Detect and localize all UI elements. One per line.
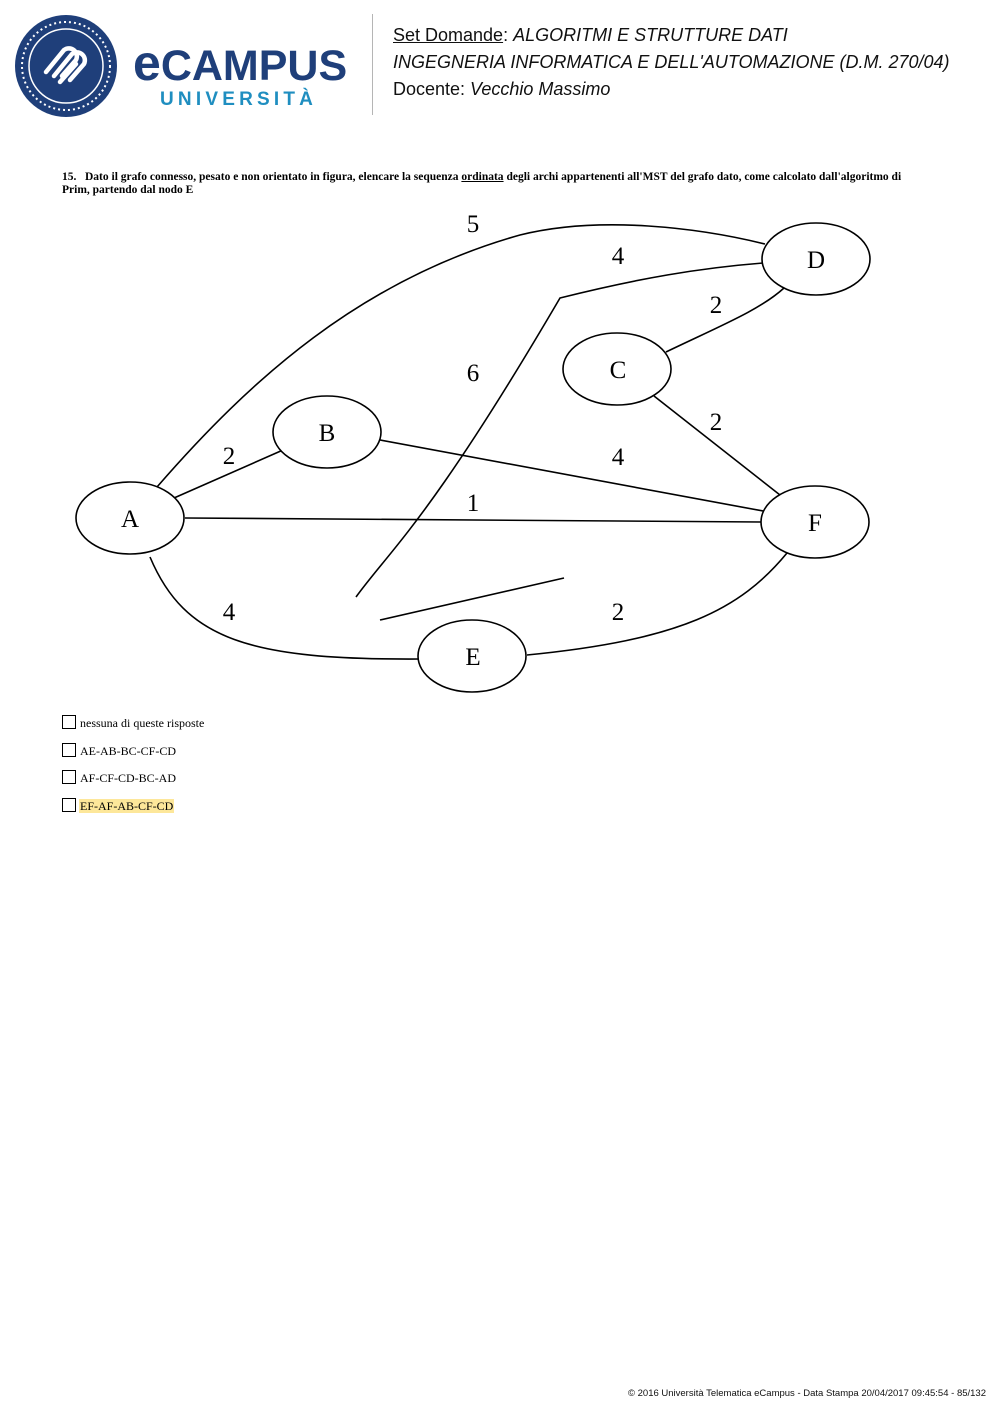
answer-label-highlighted: EF-AF-AB-CF-CD: [79, 799, 175, 814]
graph-edges: [149, 224, 788, 660]
answer-label: AE-AB-BC-CF-CD: [80, 744, 177, 759]
graph-nodes: [75, 222, 871, 693]
answer-checkbox[interactable]: [62, 798, 76, 813]
wordmark-campus: CAMPUS: [160, 42, 348, 90]
ecampus-wordmark: eCAMPUS: [133, 38, 348, 90]
question-text-before: Dato il grafo connesso, pesato e non ori…: [85, 171, 462, 183]
node-c: [562, 332, 672, 406]
weight-c-d: 2: [710, 292, 723, 319]
edge-b-c: [379, 577, 565, 621]
node-label-c: C: [610, 357, 627, 384]
answer-checkbox[interactable]: [62, 715, 76, 730]
weight-a-e: 4: [223, 599, 236, 626]
edge-a-e: [149, 556, 421, 660]
edge-a-f: [184, 517, 762, 523]
answer-label: nessuna di queste risposte: [80, 716, 205, 731]
answer-option-correct[interactable]: EF-AF-AB-CF-CD: [62, 797, 175, 815]
universita-wordmark: UNIVERSITÀ: [160, 89, 318, 110]
node-a: [75, 481, 185, 555]
node-label-d: D: [807, 247, 825, 274]
weight-b-c: 6: [467, 360, 480, 387]
graph-node-labels: A B C D E F: [121, 247, 825, 671]
course-line: Set Domande: ALGORITMI E STRUTTURE DATI: [393, 22, 950, 49]
graph-figure: A B C D E F 5 4 2 6 2 2 4 1 4 2: [75, 211, 871, 693]
edge-b-d: [355, 262, 764, 598]
ecampus-seal-logo-icon: [15, 15, 117, 117]
teacher-name: Vecchio Massimo: [470, 79, 611, 99]
set-label: Set Domande: [393, 25, 504, 45]
course-info: Set Domande: ALGORITMI E STRUTTURE DATI …: [393, 22, 950, 103]
node-f: [760, 485, 870, 559]
course-title: ALGORITMI E STRUTTURE DATI: [513, 25, 788, 45]
node-e: [417, 619, 527, 693]
weight-a-d: 5: [467, 211, 480, 238]
edge-c-d: [665, 287, 785, 353]
node-label-f: F: [808, 510, 822, 537]
answer-option[interactable]: nessuna di queste risposte: [62, 714, 205, 732]
graph-edge-weights: 5 4 2 6 2 2 4 1 4 2: [223, 211, 723, 626]
question-text-underlined: ordinata: [461, 171, 504, 183]
degree-title: INGEGNERIA INFORMATICA E DELL'AUTOMAZION…: [393, 52, 950, 72]
node-label-e: E: [465, 644, 480, 671]
set-sep: :: [503, 25, 514, 45]
edge-e-f: [526, 552, 788, 656]
node-label-b: B: [319, 420, 336, 447]
weight-b-f: 4: [612, 444, 625, 471]
edge-b-f: [379, 439, 764, 512]
weight-b-d: 4: [612, 243, 625, 270]
edge-a-b: [173, 449, 284, 499]
answer-option[interactable]: AF-CF-CD-BC-AD: [62, 769, 177, 787]
wordmark-e: e: [133, 35, 161, 91]
answer-checkbox[interactable]: [62, 743, 76, 758]
node-label-a: A: [121, 506, 139, 533]
node-b: [272, 395, 382, 469]
edge-a-d: [156, 224, 766, 488]
node-d: [761, 222, 871, 296]
weight-c-f: 2: [710, 409, 723, 436]
answer-label: AF-CF-CD-BC-AD: [80, 771, 177, 786]
page-header: eCAMPUS UNIVERSITÀ Set Domande: ALGORITM…: [0, 0, 1000, 130]
question-text-after: degli archi appartenenti all'MST del gra…: [62, 171, 902, 196]
teacher-label: Docente:: [393, 79, 471, 99]
answer-checkbox[interactable]: [62, 770, 76, 785]
weight-a-f: 1: [467, 490, 480, 517]
answer-option[interactable]: AE-AB-BC-CF-CD: [62, 742, 177, 760]
weight-a-b: 2: [223, 443, 236, 470]
edge-c-f: [653, 395, 781, 496]
question-text: 15. Dato il grafo connesso, pesato e non…: [62, 171, 922, 197]
weight-e-f: 2: [612, 599, 625, 626]
header-divider: [372, 14, 373, 115]
teacher-line: Docente: Vecchio Massimo: [393, 76, 950, 103]
page-footer: © 2016 Università Telematica eCampus - D…: [627, 1388, 986, 1399]
question-number: 15.: [62, 171, 77, 183]
